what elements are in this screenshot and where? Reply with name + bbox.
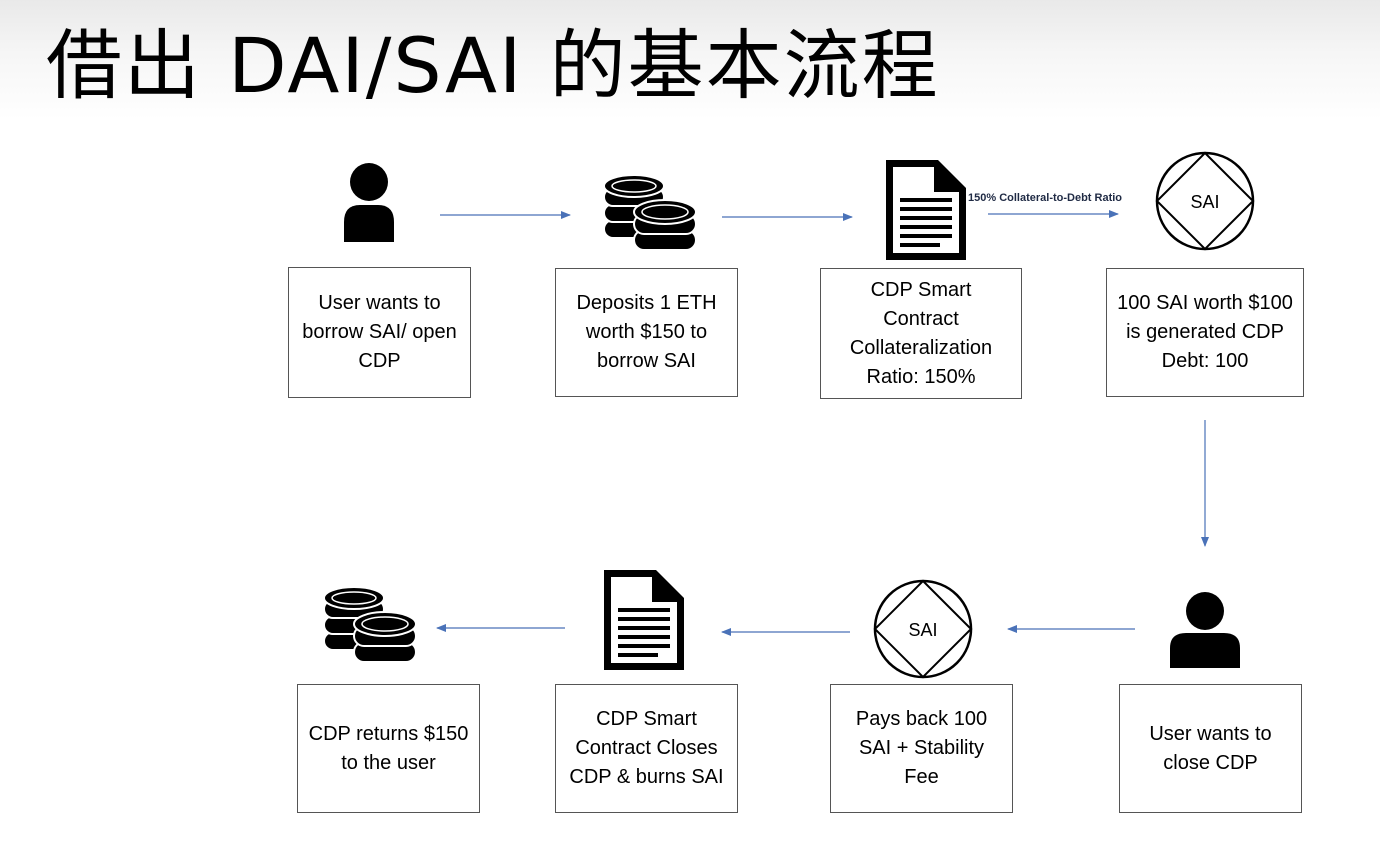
step-deposit-eth-text: Deposits 1 ETH worth $150 to borrow SAI bbox=[576, 292, 717, 372]
sai-token-label: SAI bbox=[908, 620, 937, 640]
step-smart-contract-ratio-text: CDP Smart Contract Collateralization Rat… bbox=[849, 278, 993, 388]
step-smart-contract-ratio: CDP Smart Contract Collateralization Rat… bbox=[820, 268, 1022, 399]
coins-icon bbox=[603, 174, 697, 251]
title-band bbox=[0, 0, 1380, 120]
step-sai-generated-text: 100 SAI worth $100 is generated CDP Debt… bbox=[1117, 292, 1293, 372]
step-deposit-eth: Deposits 1 ETH worth $150 to borrow SAI bbox=[555, 268, 738, 397]
step-burn-sai-text: CDP Smart Contract Closes CDP & burns SA… bbox=[569, 708, 724, 788]
document-icon bbox=[886, 160, 966, 260]
sai-token-label: SAI bbox=[1190, 192, 1219, 212]
step-pay-back: Pays back 100 SAI + Stability Fee bbox=[830, 684, 1013, 813]
sai-token-icon: SAI bbox=[873, 579, 973, 679]
coins-icon bbox=[323, 586, 417, 663]
step-open-cdp: User wants to borrow SAI/ open CDP bbox=[288, 267, 471, 398]
step-return-collateral: CDP returns $150 to the user bbox=[297, 684, 480, 813]
ratio-edge-label: 150% Collateral-to-Debt Ratio bbox=[968, 192, 1123, 204]
page-title: 借出 DAI/SAI 的基本流程 bbox=[46, 21, 940, 110]
step-pay-back-text: Pays back 100 SAI + Stability Fee bbox=[855, 708, 988, 788]
step-close-cdp-text: User wants to close CDP bbox=[1149, 722, 1272, 774]
sai-token-icon: SAI bbox=[1155, 151, 1255, 251]
step-burn-sai: CDP Smart Contract Closes CDP & burns SA… bbox=[555, 684, 738, 813]
person-icon bbox=[344, 163, 394, 242]
document-icon bbox=[604, 570, 684, 670]
step-return-collateral-text: CDP returns $150 to the user bbox=[308, 722, 469, 774]
step-sai-generated: 100 SAI worth $100 is generated CDP Debt… bbox=[1106, 268, 1304, 397]
step-open-cdp-text: User wants to borrow SAI/ open CDP bbox=[302, 292, 457, 372]
person-icon bbox=[1170, 592, 1240, 668]
step-close-cdp: User wants to close CDP bbox=[1119, 684, 1302, 813]
